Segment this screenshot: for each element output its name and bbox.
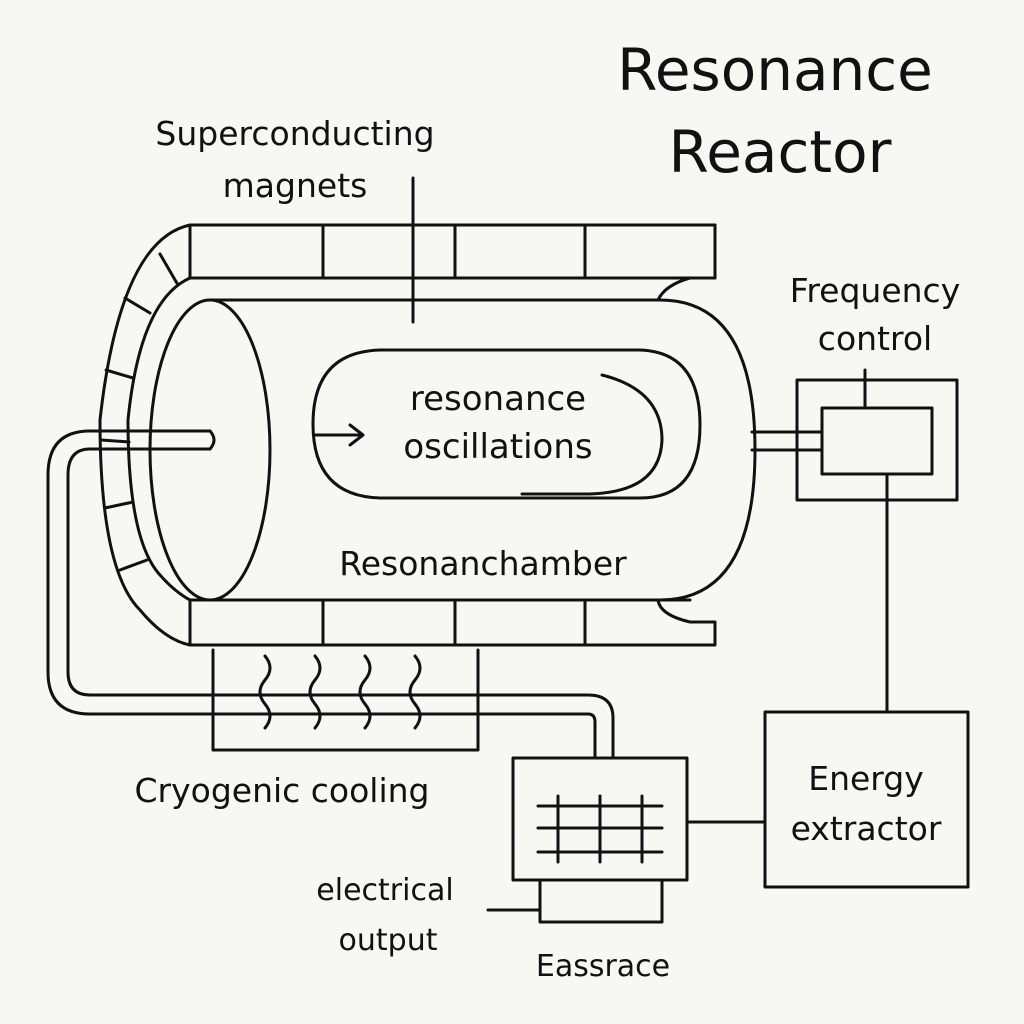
cryogenic-cooling-block (211, 648, 480, 752)
electrical-label-line-1: electrical (316, 873, 453, 908)
electrical-label-line-2: output (339, 923, 438, 958)
chamber-label: Resonanchamber (339, 544, 627, 583)
frequency-control-unit (750, 378, 959, 714)
oscillations-label-line-2: oscillations (403, 427, 592, 467)
energy-label-line-2: extractor (791, 809, 942, 848)
title-line-1: Resonance (617, 36, 933, 104)
frequency-label-line-1: Frequency (790, 271, 960, 310)
coolant-pipe (46, 429, 615, 760)
oscillations-label-line-1: resonance (410, 379, 586, 419)
frequency-label-line-2: control (818, 319, 932, 358)
oscillation-loop (311, 348, 702, 500)
bottom-label: Eassrace (536, 949, 670, 984)
output-unit (486, 756, 689, 924)
cooling-label: Cryogenic cooling (134, 771, 429, 810)
title-line-2: Reactor (669, 118, 892, 186)
magnets-label-line-1: Superconducting (155, 114, 434, 153)
energy-label-line-1: Energy (808, 759, 924, 798)
energy-extractor-box (763, 710, 970, 889)
magnets-label-line-2: magnets (223, 166, 368, 205)
